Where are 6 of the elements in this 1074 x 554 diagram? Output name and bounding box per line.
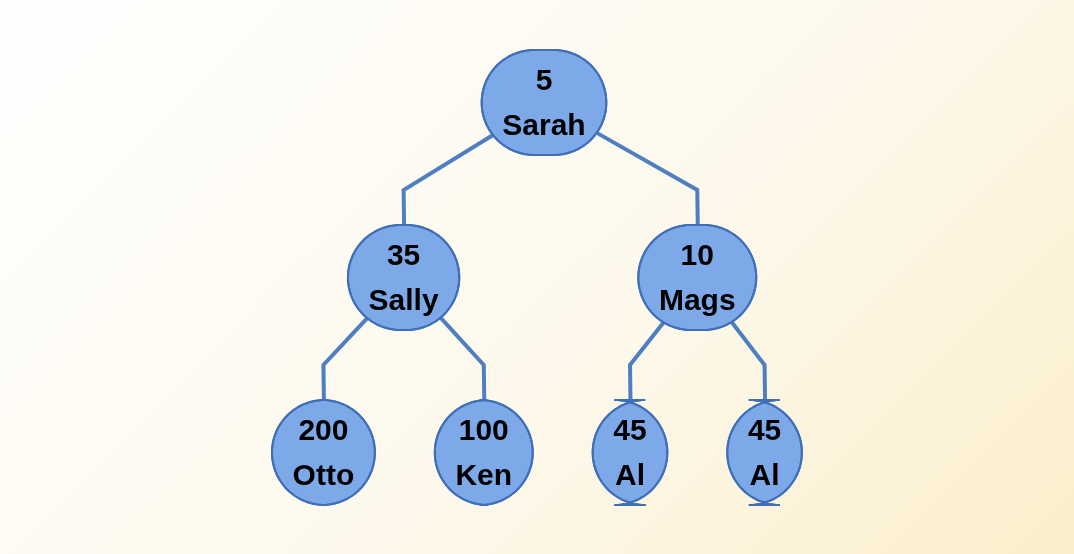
- connector: [401, 132, 495, 225]
- connector: [628, 320, 666, 400]
- connector: [730, 320, 768, 400]
- connector: [596, 130, 700, 225]
- connector: [439, 316, 487, 400]
- connector: [321, 316, 369, 401]
